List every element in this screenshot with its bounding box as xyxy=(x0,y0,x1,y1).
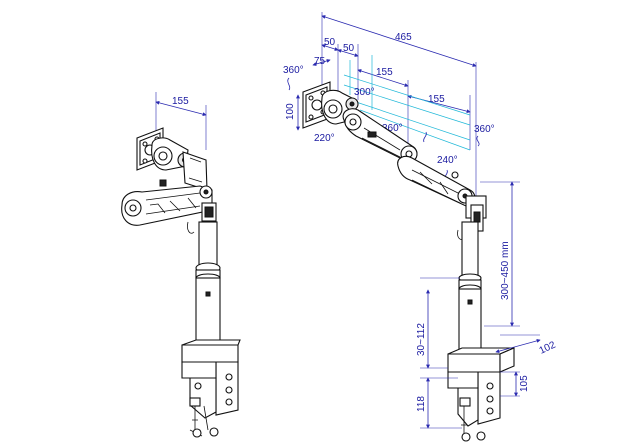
right-monitor-arm: 465 50 50 75 100 155 155 xyxy=(283,12,558,442)
left-desk-clamp xyxy=(181,339,241,438)
left-tilt-head xyxy=(151,137,193,171)
dim-50a-label: 50 xyxy=(324,37,336,48)
rot-360-mid-label: 360° xyxy=(382,123,403,134)
dim-clamp-range-label: 30~112 xyxy=(416,323,427,356)
dimension-vesa: 75 100 xyxy=(285,56,331,131)
rot-300-label: 300° xyxy=(354,87,375,98)
left-upper-arm xyxy=(159,151,208,191)
dim-105-label: 105 xyxy=(519,375,530,392)
left-dimension-155: 155 xyxy=(155,92,207,150)
right-desk-clamp xyxy=(447,347,515,442)
dimension-118: 118 xyxy=(416,377,462,429)
dimension-465: 465 xyxy=(321,12,477,200)
dim-465-label: 465 xyxy=(395,32,412,43)
rotation-labels: 360° 300° 220° 360° 240° 360° xyxy=(283,65,495,181)
rot-240-label: 240° xyxy=(437,155,458,166)
rot-220-label: 220° xyxy=(314,133,335,144)
cyan-guide-lines xyxy=(343,55,471,151)
dim-118-label: 118 xyxy=(416,396,427,412)
left-knob xyxy=(187,202,217,234)
dim-100-label: 100 xyxy=(285,103,296,120)
rot-360-plate-label: 360° xyxy=(283,65,304,76)
left-dim-155-label: 155 xyxy=(172,96,189,107)
dimension-height: 300~450 mm xyxy=(480,181,520,327)
dim-155b-label: 155 xyxy=(428,94,445,105)
dim-102-label: 102 xyxy=(538,340,558,357)
right-upper-arm xyxy=(342,108,418,163)
right-pole xyxy=(455,221,485,363)
dim-height-label: 300~450 mm xyxy=(500,241,511,300)
dim-75-label: 75 xyxy=(314,56,326,67)
left-lower-arm xyxy=(121,185,213,226)
dim-50b-label: 50 xyxy=(343,43,355,54)
left-monitor-arm: 155 xyxy=(121,92,241,438)
dim-155a-label: 155 xyxy=(376,67,393,78)
rot-360-end-label: 360° xyxy=(474,124,495,135)
dimension-clamp-range: 30~112 xyxy=(416,277,460,369)
left-pole xyxy=(192,221,224,356)
